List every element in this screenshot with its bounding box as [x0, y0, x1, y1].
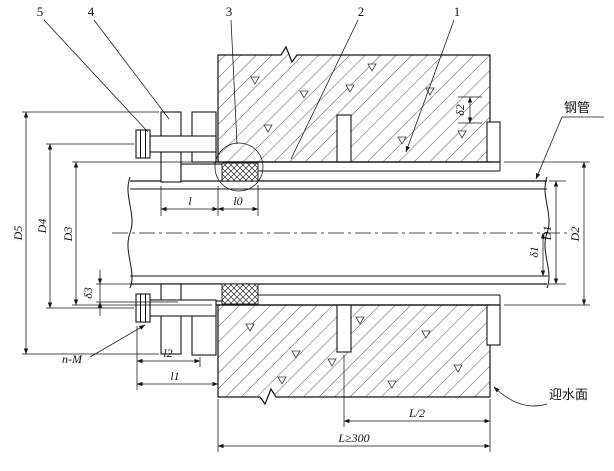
annotation-water-facing-side: 迎水面 — [549, 387, 588, 402]
gland-ring-bottom — [180, 283, 224, 302]
dim-D3: D3 — [61, 161, 212, 306]
dim-n-M: n-M — [62, 324, 146, 366]
annotation-steel-pipe: 钢管 — [564, 100, 590, 115]
wing-ring-bottom — [336, 304, 352, 353]
end-ring-top — [486, 121, 501, 163]
dim-delta1: δ1 — [527, 232, 549, 277]
dim-label-D2: D2 — [568, 227, 582, 243]
part-callouts: 5 4 3 2 1 — [37, 4, 461, 160]
dim-label-D1: D1 — [540, 226, 554, 242]
dim-delta2: δ2 — [453, 96, 482, 124]
dim-label-D5: D5 — [11, 226, 25, 242]
dim-L-min: L≥300 — [217, 399, 491, 452]
dim-label-L-min: L≥300 — [337, 431, 369, 445]
gland-plate-bottom — [160, 283, 182, 355]
end-ring-bottom — [486, 304, 501, 346]
dim-label-D4: D4 — [35, 219, 49, 235]
dim-label-n-M: n-M — [62, 352, 83, 366]
part-label-5: 5 — [37, 4, 44, 19]
leader-water-facing-side — [493, 386, 548, 407]
part-label-1: 1 — [454, 4, 461, 19]
leader-part-3 — [230, 19, 238, 145]
part-label-4: 4 — [88, 4, 95, 19]
dim-D4: D4 — [35, 143, 134, 309]
leader-part-1 — [405, 19, 455, 153]
bolt-top — [135, 129, 217, 159]
bolt-bottom — [135, 293, 217, 323]
bolt-head-bottom — [135, 293, 151, 323]
dim-D5: D5 — [11, 111, 159, 355]
dim-label-L-half: L/2 — [408, 406, 425, 420]
packing-bottom — [221, 283, 259, 305]
aggregate-marks-lower — [245, 316, 463, 389]
gland-flange-assembly — [135, 111, 224, 356]
dim-l0: l0 — [217, 185, 259, 216]
annotations: 钢管 迎水面 — [493, 100, 604, 407]
steel-pipe — [127, 176, 550, 289]
dimensions: D5 D4 D3 δ3 D1 — [11, 96, 590, 452]
part-label-2: 2 — [358, 4, 365, 19]
leader-part-4 — [93, 19, 170, 120]
dim-label-l0: l0 — [233, 194, 242, 208]
concrete-wall-upper — [217, 45, 491, 163]
dim-delta3: δ3 — [81, 270, 178, 316]
dim-label-delta1: δ1 — [527, 246, 541, 258]
dim-l1: l1 — [136, 367, 219, 390]
dim-label-l2: l2 — [163, 346, 172, 360]
dim-label-l1: l1 — [170, 369, 179, 383]
dim-label-D3: D3 — [61, 227, 75, 243]
aggregate-marks-upper — [250, 63, 467, 145]
concrete-wall-lower — [217, 304, 491, 406]
packing-seal — [221, 162, 259, 305]
part-label-3: 3 — [226, 4, 233, 19]
bolt-head-top — [135, 129, 151, 159]
dim-label-delta2: δ2 — [453, 104, 467, 116]
dim-D2: D2 — [504, 161, 590, 306]
pipe-break-left — [127, 176, 133, 289]
packing-top — [221, 162, 259, 182]
dim-label-l: l — [188, 194, 192, 208]
leader-part-2 — [290, 19, 359, 160]
dim-L-half: L/2 — [343, 355, 491, 452]
detail-circle — [214, 142, 264, 192]
dim-l2: l2 — [136, 326, 201, 367]
wing-ring-top — [336, 114, 352, 163]
dim-label-delta3: δ3 — [81, 287, 95, 299]
leader-part-5 — [43, 19, 149, 133]
gland-ring-top — [180, 163, 224, 182]
leader-steel-pipe — [535, 116, 563, 180]
